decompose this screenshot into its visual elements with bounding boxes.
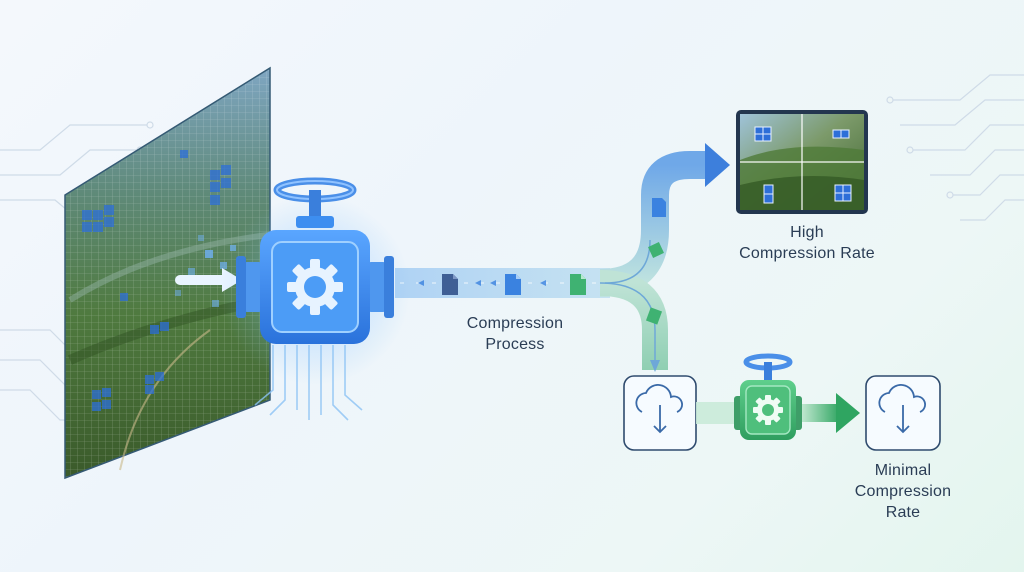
download-box-input: [623, 375, 697, 451]
valve-output-streaks: [254, 345, 363, 421]
circuit-lines-right: [886, 74, 1024, 221]
branch-up-arrow: [705, 143, 730, 187]
compression-process-label: Compression Process: [440, 313, 590, 355]
high-compression-label: High Compression Rate: [712, 222, 902, 264]
green-arrow-head: [836, 393, 860, 433]
branch-down-pipe: [599, 270, 668, 370]
download-box-output: [865, 375, 941, 451]
green-arrow-shaft: [802, 404, 840, 422]
file-packet-up-2: [648, 242, 664, 258]
high-compression-line-1: High: [790, 224, 824, 241]
pixel-blocks: [82, 150, 231, 411]
high-compression-line-2: Compression Rate: [739, 245, 875, 262]
minimal-compression-line-1: Minimal: [874, 462, 932, 479]
file-packet-3: [570, 274, 586, 295]
input-image-panel: [64, 66, 271, 480]
gear-icon: [753, 395, 783, 425]
minimal-compression-label: Minimal Compression Rate: [840, 460, 966, 523]
high-compression-image: [736, 110, 868, 214]
compression-process-line-1: Compression: [466, 315, 564, 332]
file-packet-up: [652, 198, 666, 217]
minimal-compression-line-2: Compression: [854, 483, 952, 500]
compression-process-line-2: Process: [485, 336, 545, 353]
cloud-download-icon: [878, 384, 926, 434]
gear-icon: [287, 259, 343, 315]
minimal-compression-line-3: Rate: [885, 504, 921, 521]
main-valve: [220, 177, 410, 421]
secondary-pipe: [696, 402, 738, 424]
file-packet-2: [505, 274, 521, 295]
cloud-download-icon: [635, 384, 683, 434]
file-packet-down: [645, 307, 663, 325]
small-valve: [734, 353, 802, 440]
file-packet-1: [442, 274, 458, 295]
branch-up-pipe: [599, 151, 710, 297]
